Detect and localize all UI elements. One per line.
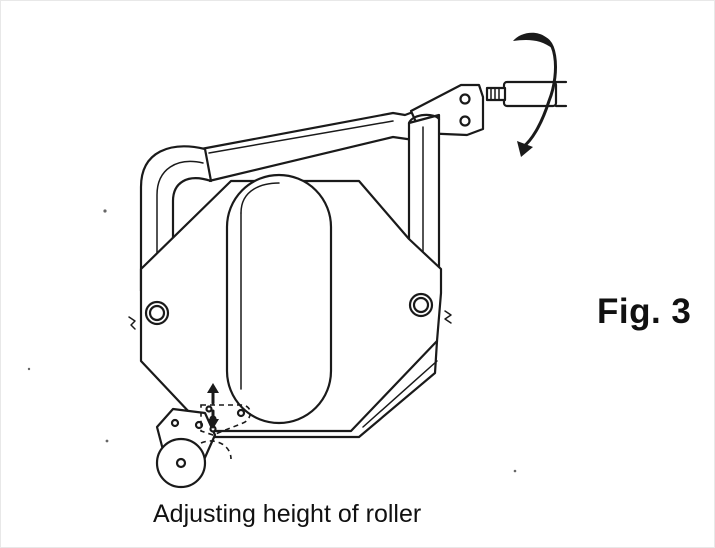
up-down-arrow-icon — [207, 383, 219, 429]
upper-arm — [200, 107, 423, 183]
curved-rotation-arrow-icon — [513, 32, 557, 157]
left-pivot-bolt — [128, 300, 170, 330]
drive-spindle — [485, 80, 568, 108]
figure-caption: Adjusting height of roller — [153, 500, 422, 528]
belt-drum — [225, 173, 333, 425]
figure-label: Fig. 3 — [597, 292, 692, 331]
roller-wheel-dashed — [200, 440, 232, 460]
right-pivot-bolt — [408, 292, 452, 324]
scan-specks — [27, 209, 517, 473]
roller-wheel — [155, 437, 207, 489]
